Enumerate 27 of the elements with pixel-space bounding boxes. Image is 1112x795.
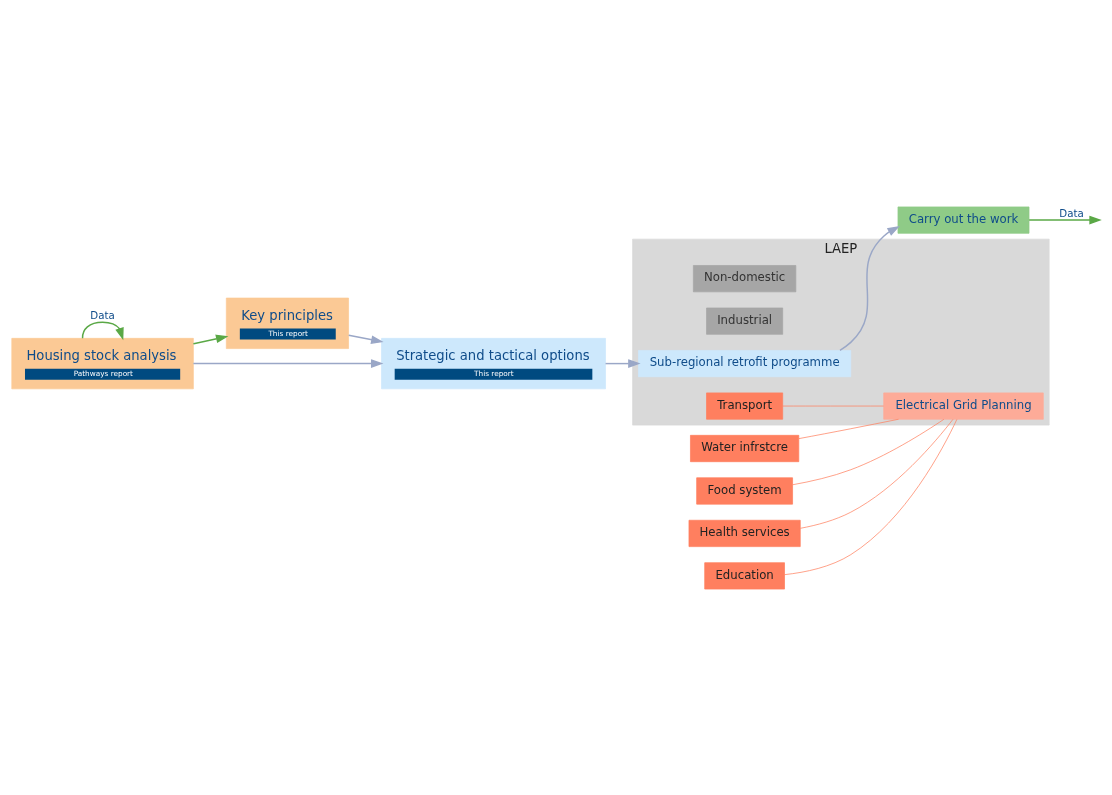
node-box: Sub-regional retrofit programme [638, 349, 852, 377]
edge-label: Data [1059, 206, 1084, 219]
arrow [839, 225, 900, 351]
node-box: Non-domestic [693, 264, 797, 292]
node-box: Food system [696, 476, 793, 504]
arrow [604, 358, 641, 368]
node-box: Education [704, 561, 785, 589]
arrow [192, 358, 384, 368]
arrow [192, 334, 229, 345]
node-box: Water infrstcre [690, 434, 800, 462]
node-box: Industrial [706, 307, 784, 335]
arrow [81, 321, 124, 340]
node-box: Housing stock analysis Pathways report [11, 337, 194, 389]
connector [792, 418, 945, 485]
node-box: Electrical Grid Planning [883, 392, 1044, 420]
connector [800, 418, 954, 529]
node-box: Key principles This report [225, 297, 349, 349]
arrow [1028, 215, 1102, 224]
connector [782, 405, 884, 406]
arrow [348, 334, 384, 344]
node-box: Strategic and tactical options This report [381, 337, 606, 389]
connector [784, 418, 958, 575]
edge-label: Data [90, 308, 115, 321]
node-box: Transport [706, 392, 784, 420]
connector [798, 418, 899, 439]
node-box: Health services [688, 519, 801, 547]
node-box: Carry out the work [897, 206, 1030, 234]
